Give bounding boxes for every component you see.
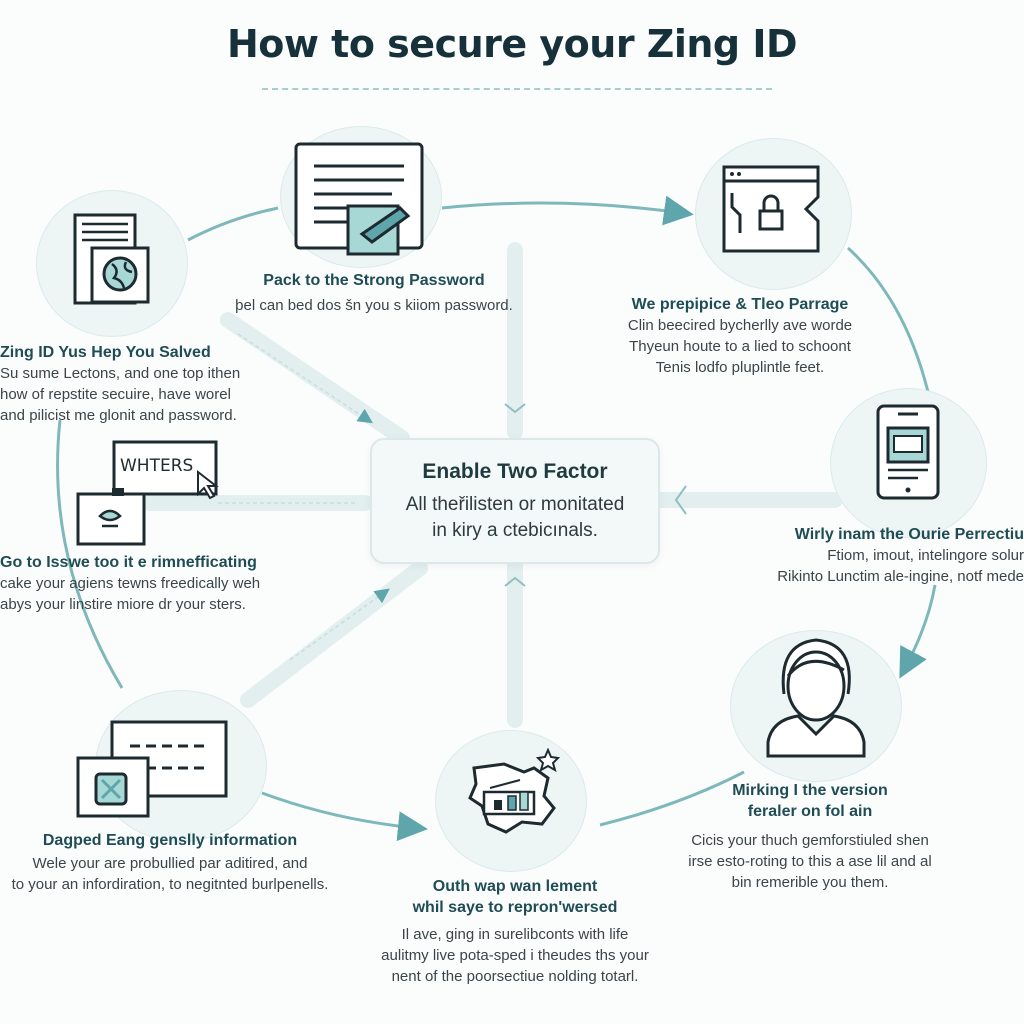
arc-right — [899, 584, 937, 679]
node-line: nent of the poorsectiue nolding totarl. — [391, 968, 639, 985]
center-line: All theřilisten or monitated — [405, 494, 625, 515]
arc-bottom-left — [261, 791, 428, 842]
node-paragraph: We prepipice & Tleo Parrage Clin beecire… — [600, 294, 880, 378]
node-line: Thyeun houte to a lied to schoont — [629, 338, 851, 355]
node-heading: Zing ID Yus Hep You Salved — [0, 344, 211, 361]
node-line: Ftiom, imout, intelingore solur — [827, 547, 1024, 564]
node-heading: Outh wap wan lement — [432, 878, 598, 895]
document-pen-icon — [294, 142, 424, 256]
node-line: feraler on fol ain — [747, 803, 873, 820]
smartphone-icon — [876, 404, 940, 500]
node-gently-info: Dagped Eang genslly information Wele you… — [0, 830, 340, 895]
node-line: irse esto-roting to this a ase lil and a… — [688, 853, 932, 870]
node-heading: Pack to the Strong Password — [263, 272, 485, 289]
node-line: Wele your are probullied par aditired, a… — [32, 855, 308, 872]
node-heading: We prepipice & Tleo Parrage — [631, 296, 849, 313]
arc-top-left — [187, 206, 279, 242]
arc-left — [56, 419, 124, 689]
node-line: to your an infordiration, to negitnted b… — [11, 876, 329, 893]
node-heading: Mirking I the version — [732, 782, 888, 799]
node-line: and pilicist me glonit and password. — [0, 407, 237, 424]
browser-lock-icon — [722, 165, 820, 253]
node-version: Mirking I the version feraler on fol ain… — [660, 780, 960, 893]
node-heading: Dagped Eang genslly information — [42, 832, 298, 849]
map-chart-icon — [468, 748, 561, 834]
node-issues: Go to Isswe too it e rimnefficating cake… — [0, 552, 300, 615]
node-line: aulitmy live pota-sped i theudes ths you… — [381, 947, 649, 964]
window-cursor-icon: WHTERS — [74, 438, 224, 548]
node-line: Clin beecired bycherlly ave worde — [627, 317, 853, 334]
center-heading: Enable Two Factor — [422, 460, 608, 483]
center-enable-two-factor: Enable Two Factor All theřilisten or mon… — [370, 438, 660, 564]
arc-right-top — [846, 246, 930, 393]
screen-chart-icon — [76, 720, 228, 818]
node-line: Rikinto Lunctim ale-ingine, notf mede — [777, 568, 1024, 585]
node-line: cake your agiens tewns freedically weh — [0, 575, 261, 592]
node-map-element: Outh wap wan lement whil saye to repron'… — [350, 876, 680, 987]
user-avatar-icon — [766, 638, 866, 758]
node-heading: Go to Isswe too it e rimnefficating — [0, 554, 257, 571]
node-help-salved: Zing ID Yus Hep You Salved Su sume Lecto… — [0, 342, 280, 426]
node-line: whil saye to repron'wersed — [412, 899, 618, 916]
window-label: WHTERS — [120, 456, 194, 476]
circle-map-element — [435, 730, 587, 872]
node-line: abys your linstire miore dr your sters. — [0, 596, 246, 613]
node-heading: Wirly inam the Ourie Perrectiu — [794, 526, 1024, 543]
arc-top — [441, 195, 694, 226]
node-phone: Wirly inam the Ourie Perrectiu Ftiom, im… — [740, 524, 1024, 587]
node-line: how of repstite secuire, have worel — [0, 386, 231, 403]
node-line: þel can bed dos šn you s kiiom password. — [235, 297, 513, 314]
node-line: Cicis your thuch gemforstiuled shen — [691, 832, 929, 849]
document-globe-icon — [73, 213, 150, 305]
node-line: Il ave, ging in surelibconts with life — [401, 926, 629, 943]
arc-bottom-right — [599, 770, 745, 827]
node-line: bin remerible you them. — [731, 874, 889, 891]
node-line: Su sume Lectons, and one top ithen — [0, 365, 241, 382]
center-line: in kiry a ctebicınals. — [432, 520, 598, 541]
node-strong-password: Pack to the Strong Password þel can bed … — [214, 270, 534, 316]
title-divider — [262, 88, 772, 90]
node-line: Tenis lodfo pluplintle feet. — [655, 359, 825, 376]
page-title: How to secure your Zing ID — [226, 22, 798, 66]
